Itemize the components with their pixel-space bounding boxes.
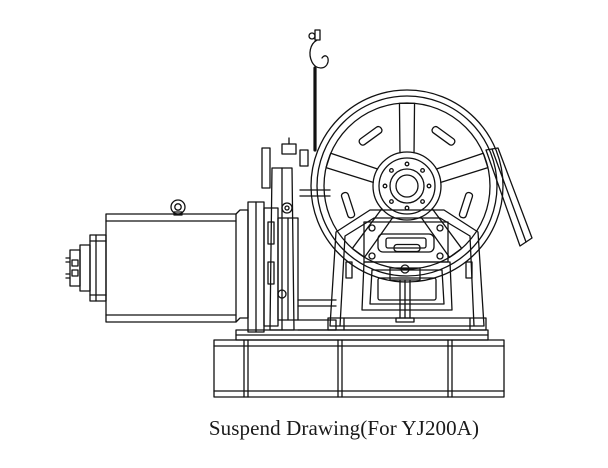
sheave-spoke (435, 152, 489, 184)
rope-guard (345, 147, 533, 279)
hub-bolt-hole (420, 167, 426, 173)
encoder (65, 234, 107, 302)
sheave-spoke (398, 102, 416, 154)
hub-bolt-hole (388, 167, 394, 173)
sheave-spoke (325, 152, 379, 184)
hub-bolt-hole (388, 199, 394, 205)
hub-bolt-hole (404, 205, 410, 211)
sheave-spoke (420, 208, 463, 258)
suspension-hook (308, 29, 329, 152)
drawing-caption: Suspend Drawing(For YJ200A) (0, 416, 608, 441)
hub-bolt-hole (420, 199, 426, 205)
sheave-slot (431, 125, 456, 146)
sheave-spoke (351, 208, 394, 258)
brake-assembly (247, 137, 337, 333)
bearing-pedestal (327, 209, 487, 331)
motor (105, 199, 249, 323)
hub-bolt-hole (426, 183, 432, 189)
traction-sheave (310, 89, 504, 283)
sheave-slot (358, 125, 383, 146)
hub-bolt-hole (404, 161, 410, 167)
sheave-slot (458, 191, 474, 219)
sheave-slot (340, 191, 356, 219)
base-frame (213, 329, 505, 398)
caption-text: Suspend Drawing(For YJ200A) (208, 416, 480, 440)
traction-machine-drawing (65, 29, 533, 398)
hub-bolt-hole (382, 183, 388, 189)
